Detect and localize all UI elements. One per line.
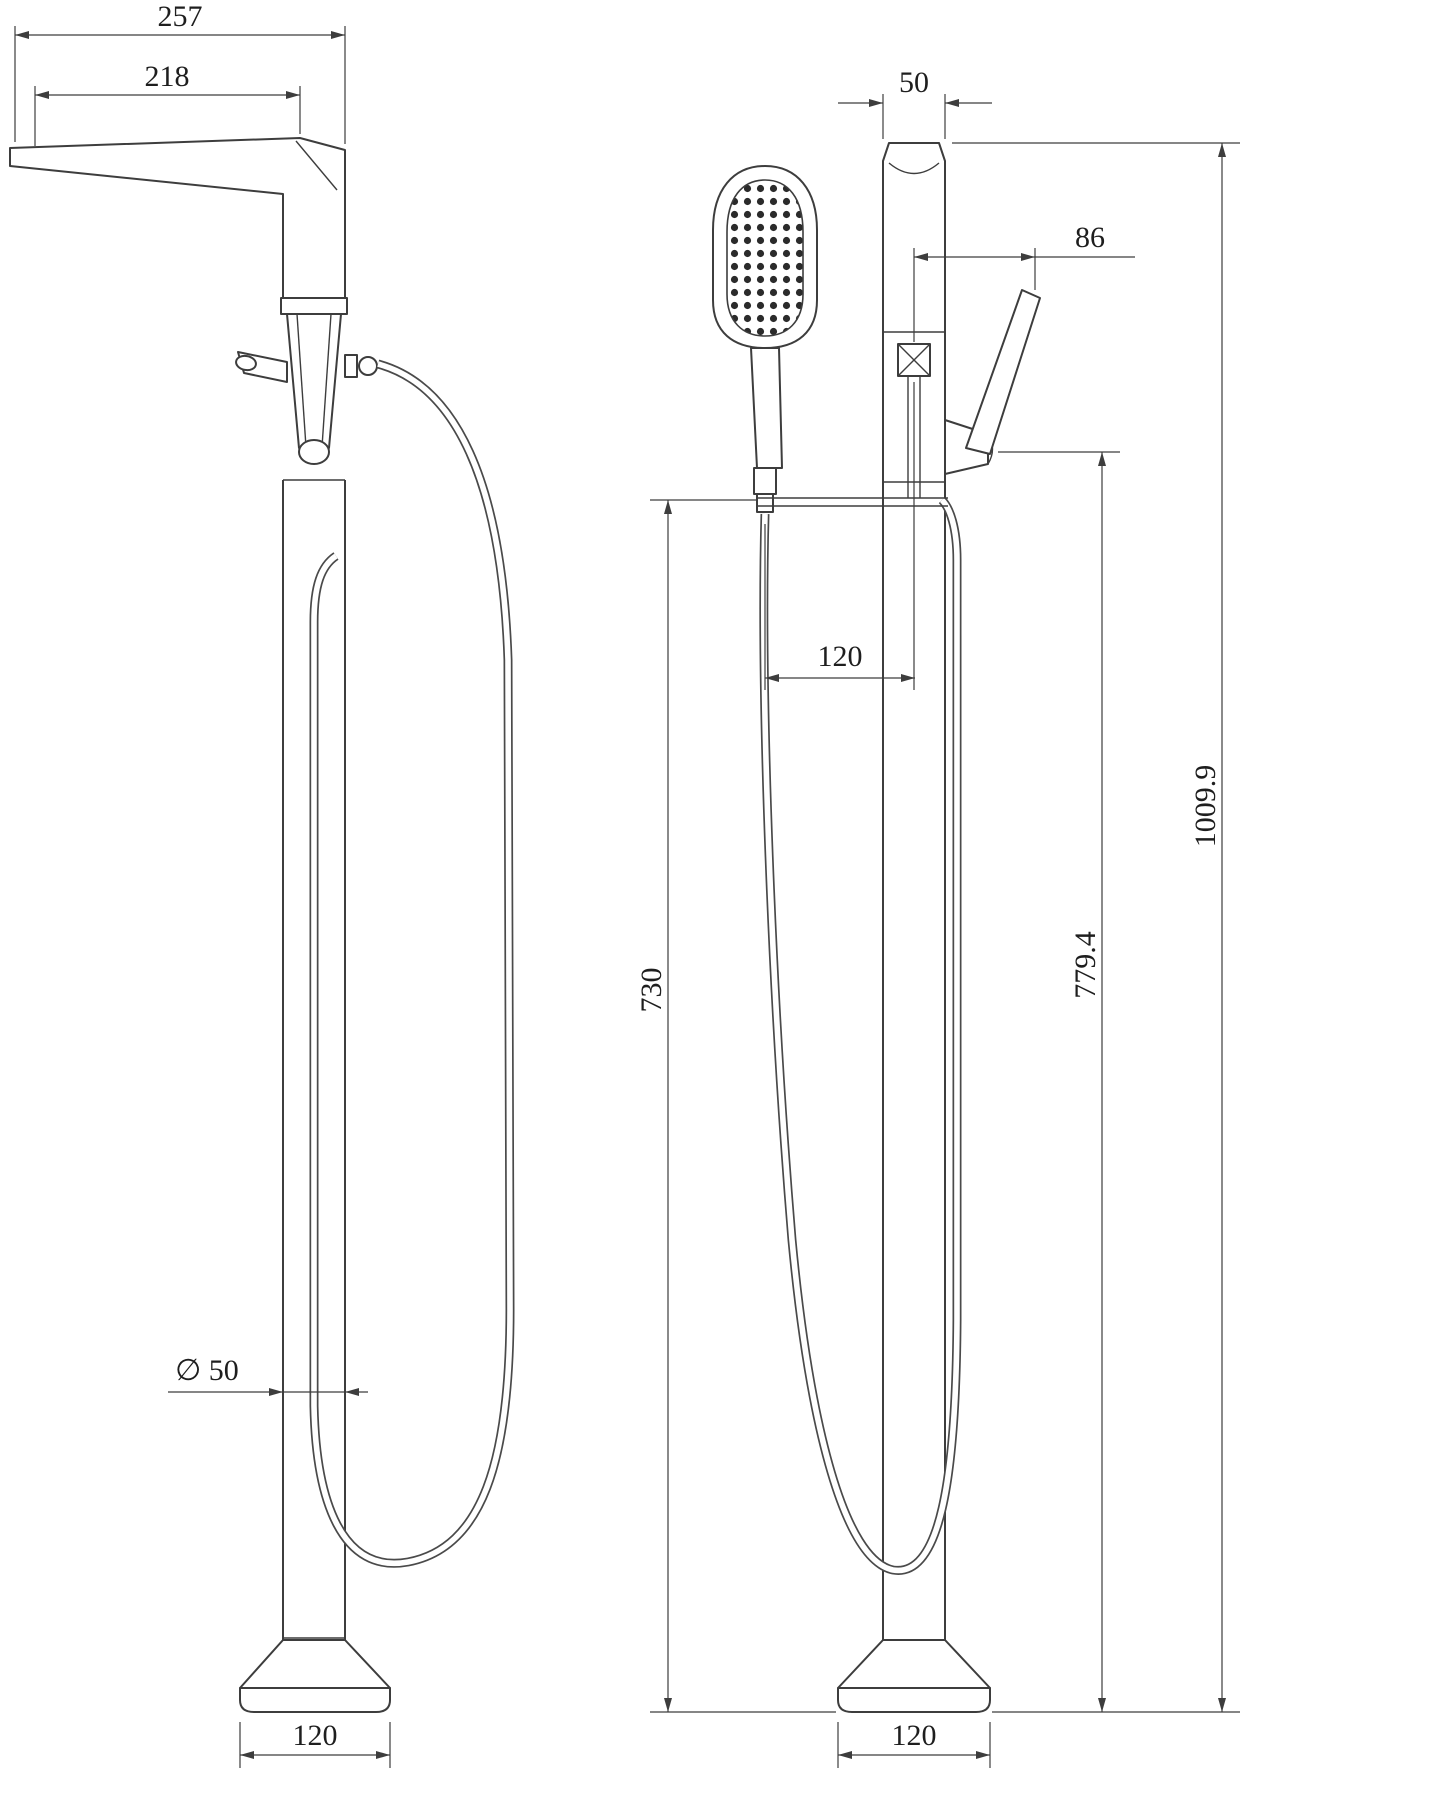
- spout-bevel-line: [295, 140, 338, 191]
- shower-hose-front: [759, 496, 962, 1575]
- dim-label-spout-reach: 218: [145, 60, 190, 93]
- arrowhead: [664, 500, 672, 514]
- dim-spout-height: 730: [635, 499, 756, 1712]
- dim-base-width-left: 120: [239, 1719, 391, 1768]
- right-view-front: [712, 142, 1041, 1713]
- cone-facet-right: [321, 313, 332, 448]
- hose-connector-side: [344, 354, 358, 378]
- arrowhead: [240, 1751, 254, 1759]
- arrowhead: [269, 1388, 283, 1396]
- dim-label-base-width-front: 120: [892, 1719, 937, 1752]
- valve-bulb: [298, 439, 330, 465]
- arrowhead: [35, 91, 49, 99]
- arrowhead: [1098, 452, 1106, 466]
- cone-facet-left: [296, 313, 307, 448]
- base-flare-front: [837, 1639, 991, 1689]
- dim-label-base-width-left: 120: [293, 1719, 338, 1752]
- shower-handle: [750, 347, 783, 469]
- column-front: [882, 142, 946, 1640]
- dim-hose-offset: 120: [764, 382, 915, 690]
- base-plate-side: [239, 1687, 391, 1713]
- dim-overall-height: 1009.9: [952, 142, 1240, 1712]
- arrowhead: [331, 31, 345, 39]
- arrowhead: [1218, 143, 1226, 157]
- shower-connector: [753, 467, 777, 495]
- arrowhead: [345, 1388, 359, 1396]
- mixer-handle-front: [944, 289, 1041, 475]
- spout-mouth-arc: [888, 162, 940, 175]
- base-plate-front: [837, 1687, 991, 1713]
- shower-hose-side: [309, 359, 515, 1568]
- dim-handle-height: 779.4: [998, 451, 1120, 1712]
- arrowhead: [1021, 253, 1035, 261]
- dim-column-diameter: ∅ 50: [168, 1354, 368, 1396]
- valve-cone: [286, 313, 342, 449]
- hose-line-inner: [761, 498, 960, 1574]
- outlet-cross-2: [897, 343, 931, 377]
- shower-hose-nut: [756, 493, 774, 513]
- arrowhead: [15, 31, 29, 39]
- arrowhead: [765, 674, 779, 682]
- dim-label-handle-offset: 86: [1075, 221, 1105, 254]
- hose-outlet-front: [897, 343, 931, 377]
- dim-label-top-width: 50: [899, 66, 929, 99]
- dim-top-width: 50: [838, 66, 992, 139]
- arrowhead: [664, 1698, 672, 1712]
- arrowhead: [376, 1751, 390, 1759]
- dim-label-spout-height: 730: [635, 968, 668, 1013]
- dim-spout-reach: 218: [34, 60, 301, 146]
- arrowhead: [914, 253, 928, 261]
- hose-line-outer: [309, 359, 515, 1568]
- left-view-side: [9, 137, 515, 1713]
- base-flare-side: [239, 1639, 391, 1689]
- arrowhead: [869, 99, 883, 107]
- arrowhead: [976, 1751, 990, 1759]
- valve-collar: [280, 297, 348, 315]
- arrowhead: [1098, 1698, 1106, 1712]
- dim-label-spout-overall: 257: [158, 0, 203, 33]
- arrowhead: [901, 674, 915, 682]
- arrowhead: [945, 99, 959, 107]
- spout-side: [9, 137, 346, 299]
- dim-label-handle-height: 779.4: [1069, 931, 1102, 999]
- hose-line-inner: [311, 361, 513, 1567]
- lever-tip: [235, 354, 257, 372]
- dim-label-overall-height: 1009.9: [1189, 765, 1222, 848]
- arrowhead: [838, 1751, 852, 1759]
- arrowhead: [286, 91, 300, 99]
- handle-blade: [965, 289, 1041, 455]
- arrowhead: [1218, 1698, 1226, 1712]
- dim-label-hose-offset: 120: [818, 640, 863, 673]
- dim-base-width-front: 120: [837, 1719, 991, 1768]
- dim-spout-overall: 257: [14, 0, 346, 144]
- hand-shower: [712, 165, 818, 513]
- shower-spray-face: [726, 179, 804, 337]
- dim-label-column-diameter: ∅ 50: [175, 1354, 239, 1387]
- hose-nut-side: [358, 356, 378, 376]
- dim-handle-offset: 86: [913, 221, 1135, 342]
